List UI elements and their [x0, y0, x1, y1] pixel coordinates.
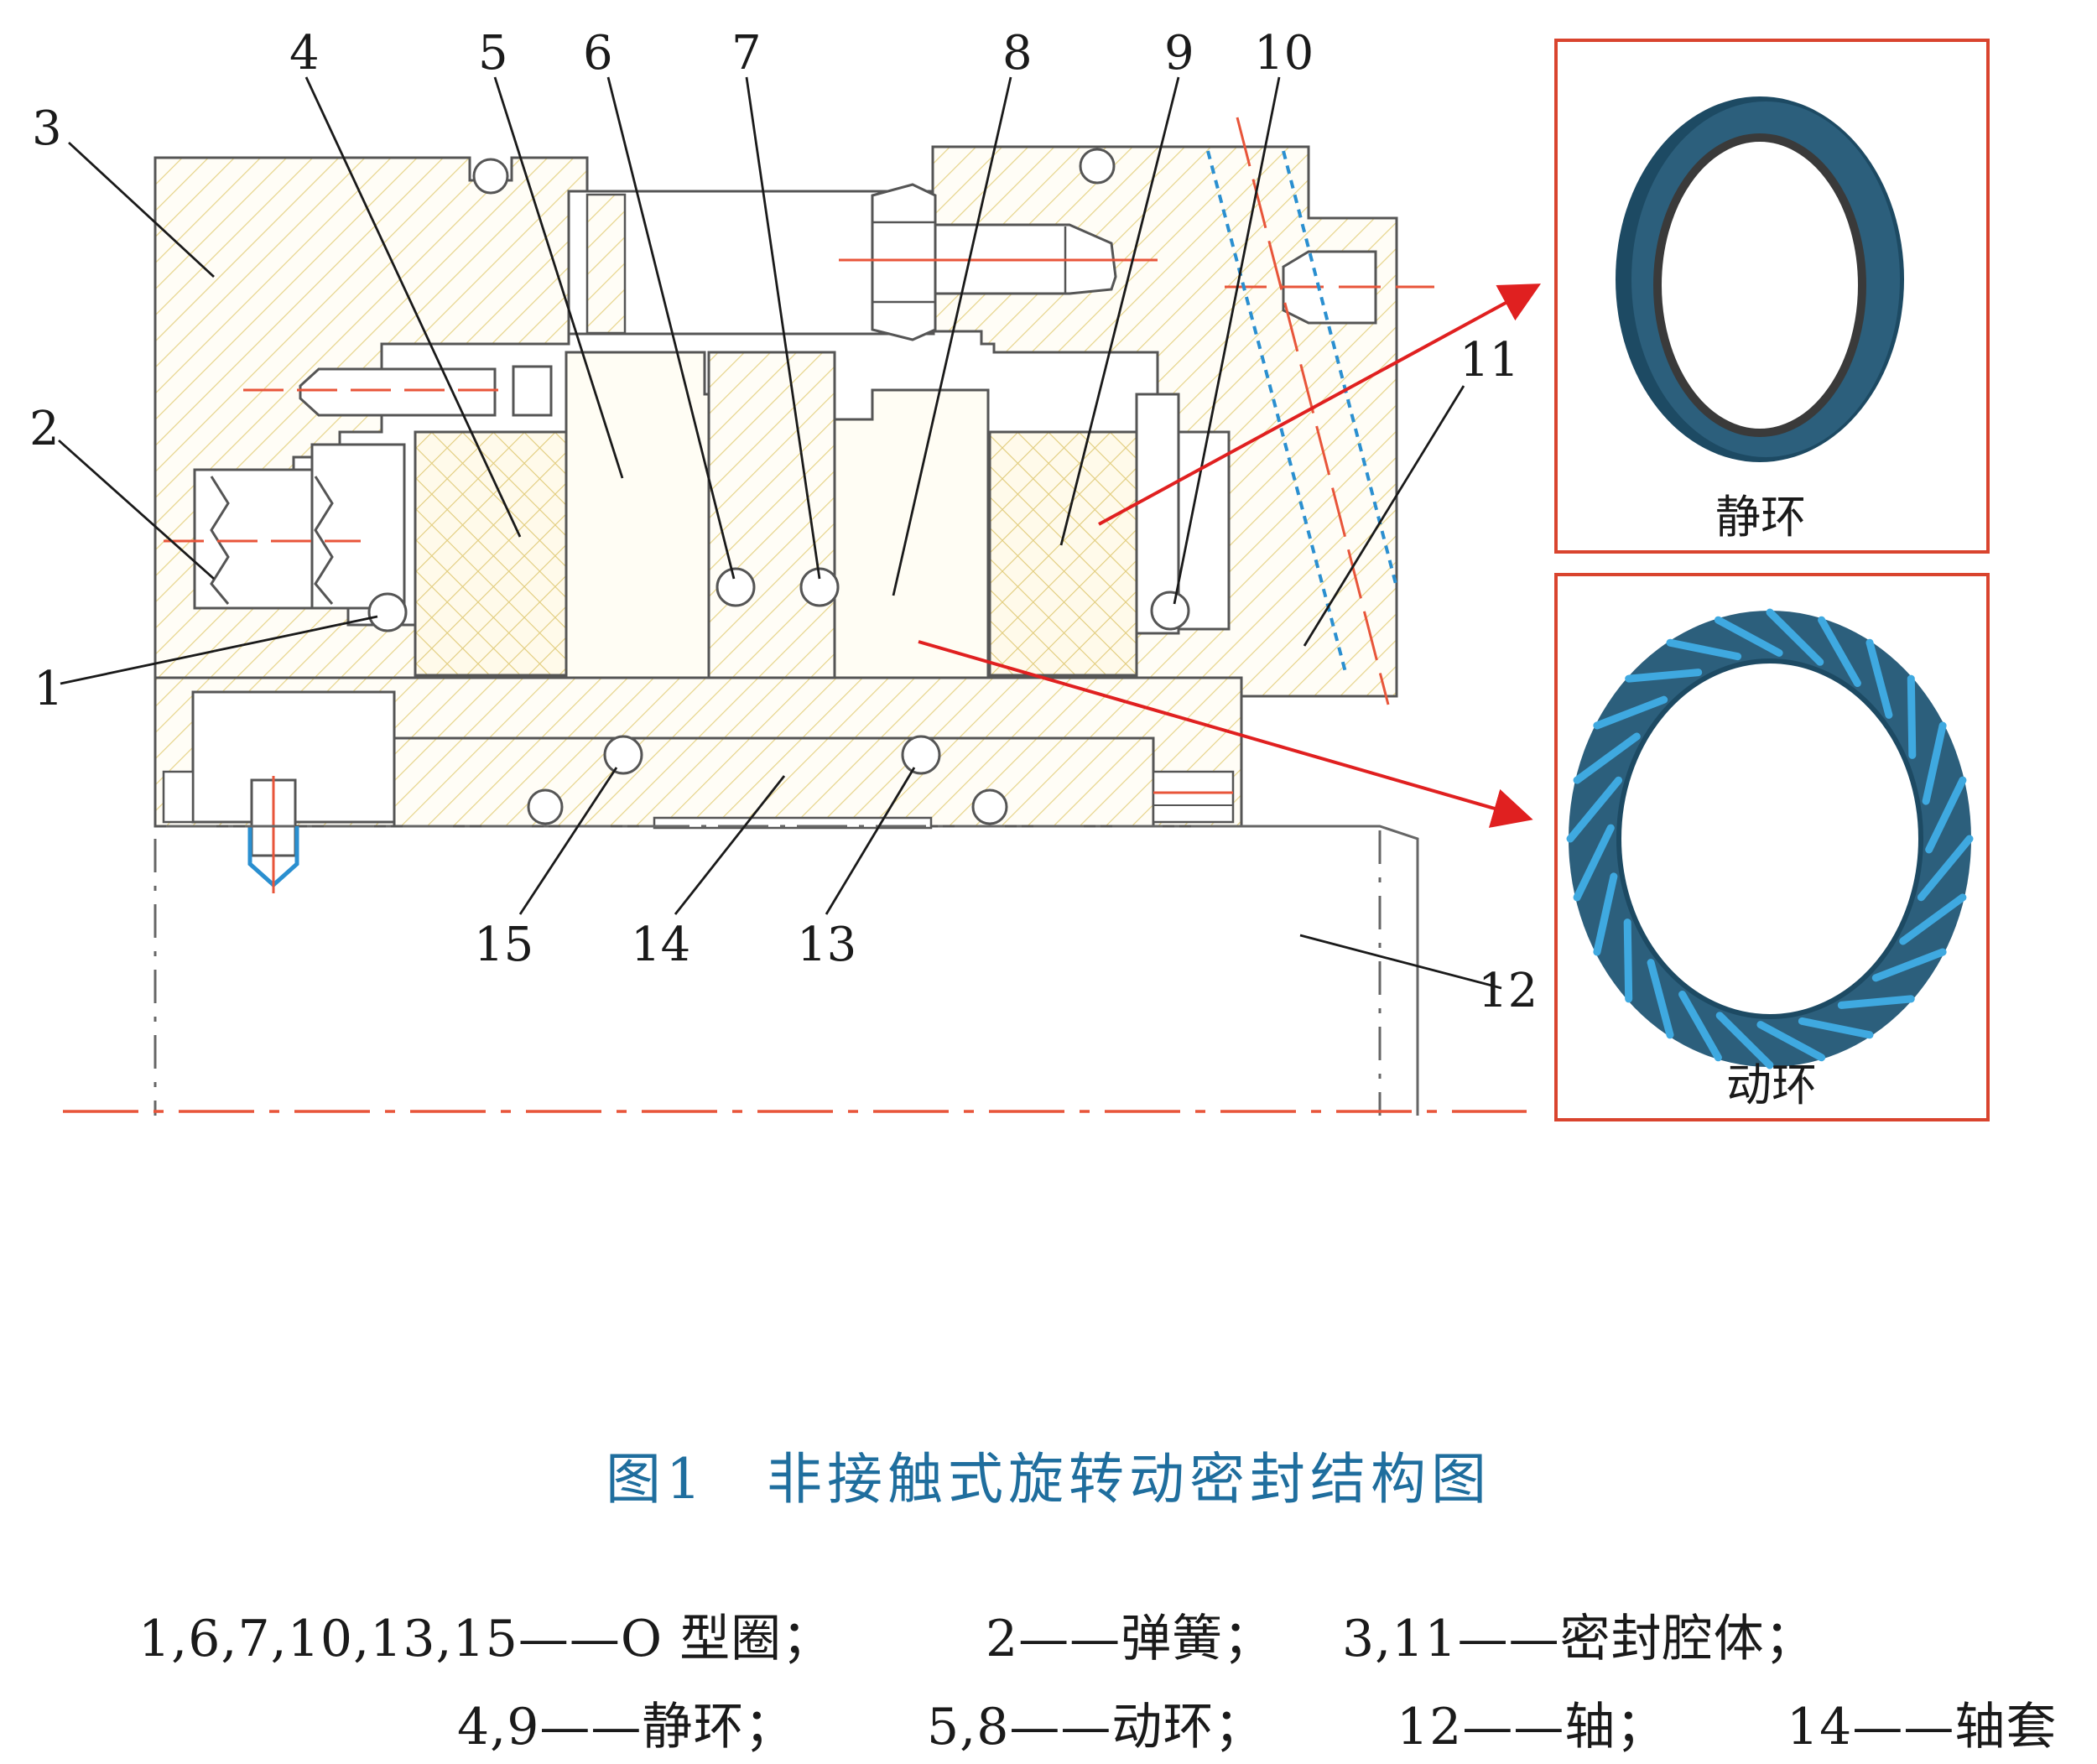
- spiral-groove: [1666, 638, 1742, 661]
- part-label-7: 7: [731, 26, 762, 81]
- spiral-groove: [1917, 835, 1974, 902]
- spiral-groove: [1593, 872, 1618, 956]
- part-label-10: 10: [1254, 26, 1314, 81]
- part-label-9: 9: [1164, 26, 1194, 81]
- spiral-groove: [1647, 959, 1674, 1039]
- part-label-13: 13: [797, 918, 856, 972]
- o-ring-6: [715, 567, 756, 607]
- o-ring-bottom-right: [971, 788, 1008, 825]
- legend-item-shaft: 12——轴；: [1397, 1698, 1668, 1756]
- spiral-groove: [1907, 674, 1917, 759]
- inset-static-label: 静环: [1715, 491, 1806, 544]
- legend-item-static-ring: 4,9——静环；: [457, 1698, 796, 1756]
- part-labels: 3 2 1 4 5 6 7 8 9 10 11 12 15 14 13: [29, 26, 1538, 1018]
- spiral-groove: [1573, 732, 1641, 784]
- part-label-14: 14: [631, 918, 690, 972]
- part-label-4: 4: [289, 26, 320, 81]
- o-ring-bottom-left: [527, 788, 564, 825]
- spiral-groove: [1818, 616, 1861, 687]
- spiral-groove: [1798, 1017, 1874, 1039]
- part-label-15: 15: [474, 918, 533, 972]
- spiral-groove: [1678, 991, 1722, 1062]
- set-screw: [247, 776, 299, 893]
- o-ring-top-right: [1079, 148, 1116, 185]
- spiral-groove: [1899, 893, 1967, 945]
- spiral-groove: [1714, 616, 1783, 657]
- spiral-groove: [1625, 669, 1703, 683]
- spring: [164, 443, 406, 610]
- part-label-2: 2: [29, 402, 60, 456]
- legend-item-housing: 3,11——密封腔体；: [1342, 1610, 1816, 1668]
- part-label-12: 12: [1478, 964, 1538, 1018]
- legend-item-sleeve: 14——轴套: [1787, 1698, 2058, 1756]
- part-label-8: 8: [1002, 26, 1033, 81]
- o-ring-15: [603, 735, 643, 775]
- figure-caption: 图1 非接触式旋转动密封结构图: [606, 1447, 1491, 1512]
- spiral-groove: [1925, 776, 1967, 854]
- legend-item-spring: 2——弹簧；: [986, 1610, 1275, 1668]
- spiral-groove: [1566, 776, 1623, 843]
- o-ring-top-left: [472, 158, 509, 195]
- spiral-groove: [1865, 638, 1893, 719]
- o-ring-10: [1150, 591, 1190, 631]
- part-label-1: 1: [34, 662, 64, 716]
- stationary-ring-left: [414, 430, 568, 677]
- o-ring-7: [799, 567, 840, 607]
- part-label-11: 11: [1460, 333, 1519, 388]
- o-rings: [367, 148, 1190, 825]
- legend-item-rotating-ring: 5,8——动环；: [927, 1698, 1266, 1756]
- spiral-groove: [1922, 721, 1947, 805]
- spiral-groove: [1756, 1021, 1826, 1062]
- spiral-groove: [1837, 995, 1915, 1009]
- stationary-ring-right: [988, 430, 1138, 677]
- shaft: [154, 825, 1419, 1116]
- spiral-groove: [1573, 824, 1615, 902]
- spiral-groove: [1766, 608, 1824, 666]
- leader-lines: [58, 76, 1502, 990]
- o-ring-1: [367, 592, 408, 632]
- inset-dynamic-label: 动环: [1726, 1059, 1817, 1111]
- inset-static-ring: 静环: [1554, 39, 1990, 554]
- spiral-groove: [1871, 948, 1947, 982]
- inset-dynamic-ring: 动环: [1554, 573, 1990, 1121]
- bolt: [839, 183, 1158, 341]
- o-ring-13: [901, 735, 941, 775]
- legend-item-o-ring: 1,6,7,10,13,15——O 型圈；: [138, 1610, 834, 1668]
- spiral-groove: [1715, 1012, 1774, 1069]
- inset-arrows: [918, 284, 1542, 828]
- part-label-6: 6: [583, 26, 613, 81]
- spiral-groove: [1593, 695, 1668, 730]
- spiral-groove: [1623, 918, 1633, 1003]
- part-label-5: 5: [478, 26, 508, 81]
- part-label-3: 3: [32, 101, 62, 156]
